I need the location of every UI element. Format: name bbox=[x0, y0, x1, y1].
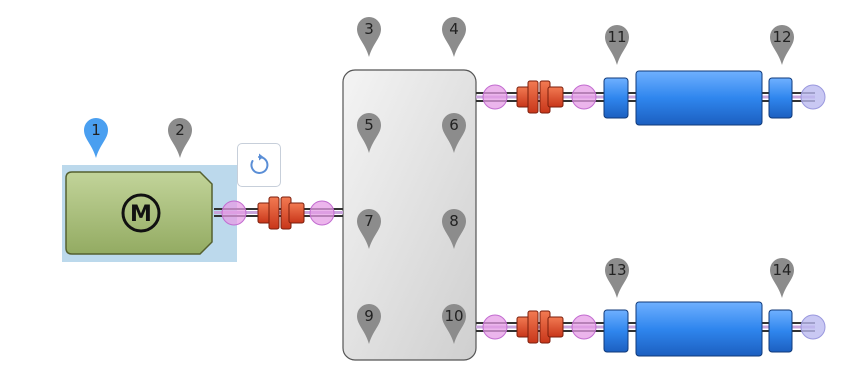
motor[interactable]: M bbox=[65, 171, 213, 255]
coupling-upper[interactable] bbox=[516, 80, 564, 114]
shaft-ring bbox=[571, 84, 597, 110]
marker-pin-2[interactable]: 2 bbox=[168, 118, 192, 158]
marker-pin-label: 5 bbox=[364, 116, 374, 134]
marker-pin-label: 10 bbox=[444, 307, 463, 325]
marker-pin-5[interactable]: 5 bbox=[357, 113, 381, 153]
roller-upper[interactable] bbox=[635, 70, 763, 126]
marker-pin-4[interactable]: 4 bbox=[442, 17, 466, 57]
shaft-ring bbox=[571, 314, 597, 340]
marker-pin-14[interactable]: 14 bbox=[770, 258, 794, 298]
marker-pin-6[interactable]: 6 bbox=[442, 113, 466, 153]
marker-pin-shape bbox=[168, 118, 192, 158]
marker-pin-label: 6 bbox=[449, 116, 459, 134]
marker-pin-12[interactable]: 12 bbox=[770, 25, 794, 65]
marker-pin-shape bbox=[605, 258, 629, 298]
marker-pin-8[interactable]: 8 bbox=[442, 209, 466, 249]
marker-pin-7[interactable]: 7 bbox=[357, 209, 381, 249]
marker-pin-label: 12 bbox=[772, 28, 791, 46]
marker-pin-shape bbox=[357, 113, 381, 153]
shaft-rings bbox=[221, 84, 826, 340]
bearing-lower-right[interactable] bbox=[768, 309, 793, 353]
marker-pin-shape bbox=[357, 304, 381, 344]
coupling-motor-gearbox[interactable] bbox=[257, 196, 305, 230]
marker-pin-shape bbox=[770, 258, 794, 298]
marker-pin-shape bbox=[442, 17, 466, 57]
marker-pin-label: 2 bbox=[175, 121, 185, 139]
marker-pin-label: 13 bbox=[607, 261, 626, 279]
marker-pin-shape bbox=[357, 209, 381, 249]
shaft-ring bbox=[309, 200, 335, 226]
shaft-ring bbox=[221, 200, 247, 226]
marker-pin-9[interactable]: 9 bbox=[357, 304, 381, 344]
marker-pin-shape bbox=[84, 118, 108, 158]
marker-pin-shape bbox=[605, 25, 629, 65]
marker-pin-label: 14 bbox=[772, 261, 791, 279]
bearing-lower-left[interactable] bbox=[603, 309, 629, 353]
marker-pin-shape bbox=[442, 113, 466, 153]
marker-pin-1[interactable]: 1 bbox=[84, 118, 108, 158]
marker-pin-label: 8 bbox=[449, 212, 459, 230]
marker-pin-label: 11 bbox=[607, 28, 626, 46]
marker-pin-shape bbox=[442, 304, 466, 344]
marker-pin-label: 7 bbox=[364, 212, 374, 230]
motor-label: M bbox=[130, 202, 152, 227]
bearing-upper-right[interactable] bbox=[768, 77, 793, 119]
shaft-ring bbox=[482, 314, 508, 340]
shaft-end-ring bbox=[800, 84, 826, 110]
rotate-icon bbox=[250, 153, 269, 174]
marker-pin-shape bbox=[442, 209, 466, 249]
marker-pin-label: 9 bbox=[364, 307, 374, 325]
marker-pin-10[interactable]: 10 bbox=[442, 304, 466, 344]
shaft-end-ring bbox=[800, 314, 826, 340]
shaft-ring bbox=[482, 84, 508, 110]
marker-pin-3[interactable]: 3 bbox=[357, 17, 381, 57]
marker-pin-shape bbox=[770, 25, 794, 65]
marker-pin-label: 3 bbox=[364, 20, 374, 38]
marker-pin-label: 1 bbox=[91, 121, 101, 139]
marker-pin-label: 4 bbox=[449, 20, 459, 38]
roller-lower[interactable] bbox=[635, 301, 763, 357]
marker-pin-shape bbox=[357, 17, 381, 57]
rotate-button[interactable] bbox=[237, 143, 281, 187]
coupling-lower[interactable] bbox=[516, 310, 564, 344]
bearing-upper-left[interactable] bbox=[603, 77, 629, 119]
marker-pin-11[interactable]: 11 bbox=[605, 25, 629, 65]
marker-pin-13[interactable]: 13 bbox=[605, 258, 629, 298]
